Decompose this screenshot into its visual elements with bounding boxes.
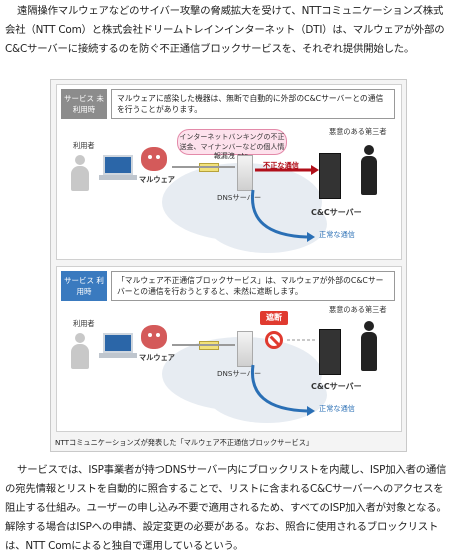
normal-comm-label: 正常な通信 [319, 404, 355, 413]
user-figure [71, 155, 89, 191]
intro-paragraph: 遠隔操作マルウェアなどのサイバー攻撃の脅威拡大を受けて、NTTコミュニケーション… [5, 5, 445, 55]
service-figure: サービス 未利用時 マルウェアに感染した機器は、無断で自動的に外部のC&Cサーバ… [50, 79, 407, 452]
body-paragraph: サービスでは、ISP事業者が持つDNSサーバー内にブロックリストを内蔵し、ISP… [5, 464, 447, 552]
attacker-figure [361, 145, 377, 195]
cc-server-icon [319, 153, 341, 199]
dns-label: DNSサーバー [217, 369, 262, 378]
laptop-base [99, 175, 137, 180]
dns-server-icon [237, 331, 253, 367]
cc-server-icon [319, 329, 341, 375]
dns-label: DNSサーバー [217, 193, 262, 202]
normal-comm-arrow [250, 364, 308, 413]
normal-comm-label: 正常な通信 [319, 230, 355, 239]
malware-label: マルウェア [139, 175, 175, 184]
laptop-icon [103, 333, 133, 353]
illegal-comm-label: 不正な通信 [263, 161, 299, 170]
note-without-service: マルウェアに感染した機器は、無断で自動的に外部のC&Cサーバーとの通信を行うこと… [111, 89, 395, 119]
normal-comm-arrow [250, 189, 308, 239]
panel-without-service: サービス 未利用時 マルウェアに感染した機器は、無断で自動的に外部のC&Cサーバ… [56, 84, 402, 260]
third-party-label: 悪意のある第三者 [329, 127, 387, 136]
figure-caption: NTTコミュニケーションズが発表した「マルウェア不正通信ブロックサービス」 [55, 438, 314, 447]
panel-with-service: サービス 利用時 「マルウェア不正通信ブロックサービス」は、マルウェアが外部のC… [56, 266, 402, 432]
cc-server-label: C&Cサーバー [311, 208, 362, 217]
malware-icon [141, 325, 167, 349]
comm-arrows [172, 165, 319, 242]
cc-server-label: C&Cサーバー [311, 382, 362, 391]
note-with-service: 「マルウェア不正通信ブロックサービス」は、マルウェアが外部のC&Cサーバーとの通… [111, 271, 395, 301]
tag-with-service: サービス 利用時 [61, 271, 107, 301]
malware-label: マルウェア [139, 353, 175, 362]
internet-cloud-lower [207, 195, 327, 253]
attacker-figure [361, 321, 377, 371]
tag-without-service: サービス 未利用時 [61, 89, 107, 119]
user-label: 利用者 [73, 141, 95, 150]
no-entry-icon [265, 331, 283, 349]
user-figure [71, 333, 89, 369]
normal-comm-arrowhead [307, 232, 315, 242]
malware-icon [141, 147, 167, 171]
normal-comm-arrowhead [307, 406, 315, 416]
block-badge: 遮断 [260, 311, 288, 325]
damage-bubble: インターネットバンキングの不正送金、マイナンバーなどの個人情報漏洩 etc. [177, 129, 287, 160]
laptop-base [99, 353, 137, 358]
laptop-icon [103, 155, 133, 175]
dns-server-icon [237, 155, 253, 191]
illegal-comm-arrowhead [311, 165, 319, 175]
third-party-label: 悪意のある第三者 [329, 305, 387, 314]
comm-arrows [172, 339, 315, 416]
user-label: 利用者 [73, 319, 95, 328]
